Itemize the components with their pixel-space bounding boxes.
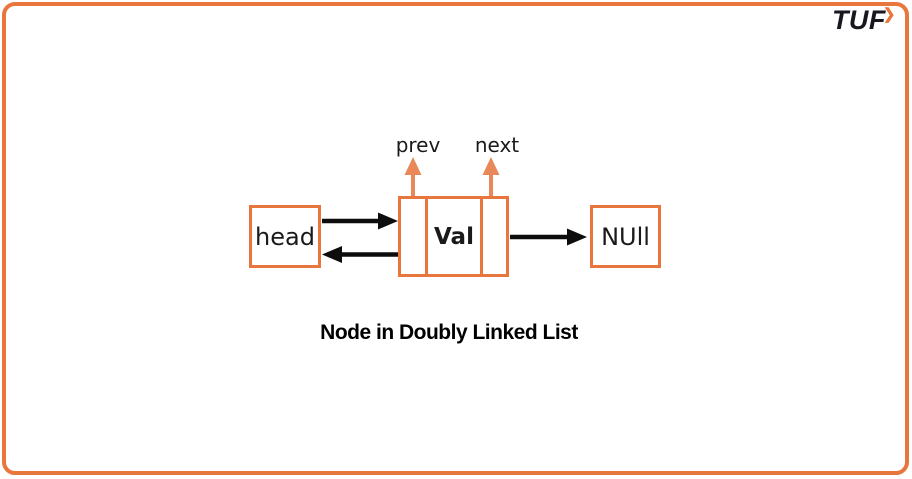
head-box-label: head [255,222,315,251]
tuf-logo-chevron-icon: ❯ [882,6,896,23]
null-box-label: NUll [601,222,650,251]
arrow-node-to-head [322,246,398,263]
null-box: NUll [590,205,661,268]
node-next-cell [480,199,506,274]
head-box: head [249,205,321,268]
node-box: Val [398,196,509,277]
diagram-caption: Node in Doubly Linked List [320,321,578,344]
prev-pointer-arrow [404,157,422,196]
tuf-logo: TUF❯ [831,5,896,36]
next-pointer-arrow [482,157,500,196]
prev-pointer-label: prev [395,133,441,157]
node-value-cell: Val [428,199,480,274]
tuf-logo-text: TUF [831,5,886,35]
arrow-head-to-node [322,212,398,230]
arrow-node-to-null [510,228,587,246]
next-pointer-label: next [474,133,520,157]
node-prev-cell [401,199,428,274]
node-value-label: Val [434,223,474,250]
